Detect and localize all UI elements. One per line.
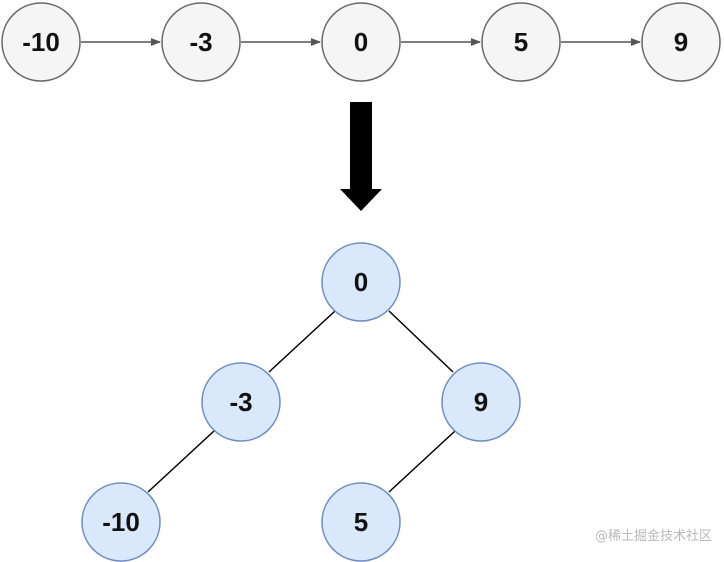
tree-node-label: -10 (102, 507, 140, 537)
list-node: 0 (321, 2, 401, 82)
list-node-label: 5 (514, 27, 528, 57)
list-node: 9 (641, 2, 721, 82)
tree-node-label: -3 (229, 387, 252, 417)
tree-edge (388, 310, 454, 373)
tree-edges (147, 310, 456, 493)
tree-edge (147, 430, 215, 493)
tree-node-left: -3 (201, 362, 281, 442)
tree-node-label: 5 (354, 507, 368, 537)
tree-node-left-left: -10 (81, 482, 161, 562)
list-node-label: -3 (189, 27, 212, 57)
tree-edge (268, 310, 336, 373)
tree-node-root: 0 (321, 242, 401, 322)
list-node-label: -10 (22, 27, 60, 57)
list-node-label: 9 (674, 27, 688, 57)
linked-list: -10 -3 0 5 9 (1, 2, 721, 82)
watermark-text: @稀土掘金技术社区 (595, 528, 712, 544)
tree-node-label: 0 (354, 267, 368, 297)
list-node: 5 (481, 2, 561, 82)
list-node-label: 0 (354, 27, 368, 57)
tree-node-label: 9 (474, 387, 488, 417)
list-node: -3 (161, 2, 241, 82)
tree-node-right: 9 (441, 362, 521, 442)
binary-search-tree: 0 -3 9 -10 5 (81, 242, 521, 562)
down-arrow-icon (340, 102, 382, 211)
tree-edge (388, 430, 456, 493)
list-node: -10 (1, 2, 81, 82)
tree-node-right-left: 5 (321, 482, 401, 562)
